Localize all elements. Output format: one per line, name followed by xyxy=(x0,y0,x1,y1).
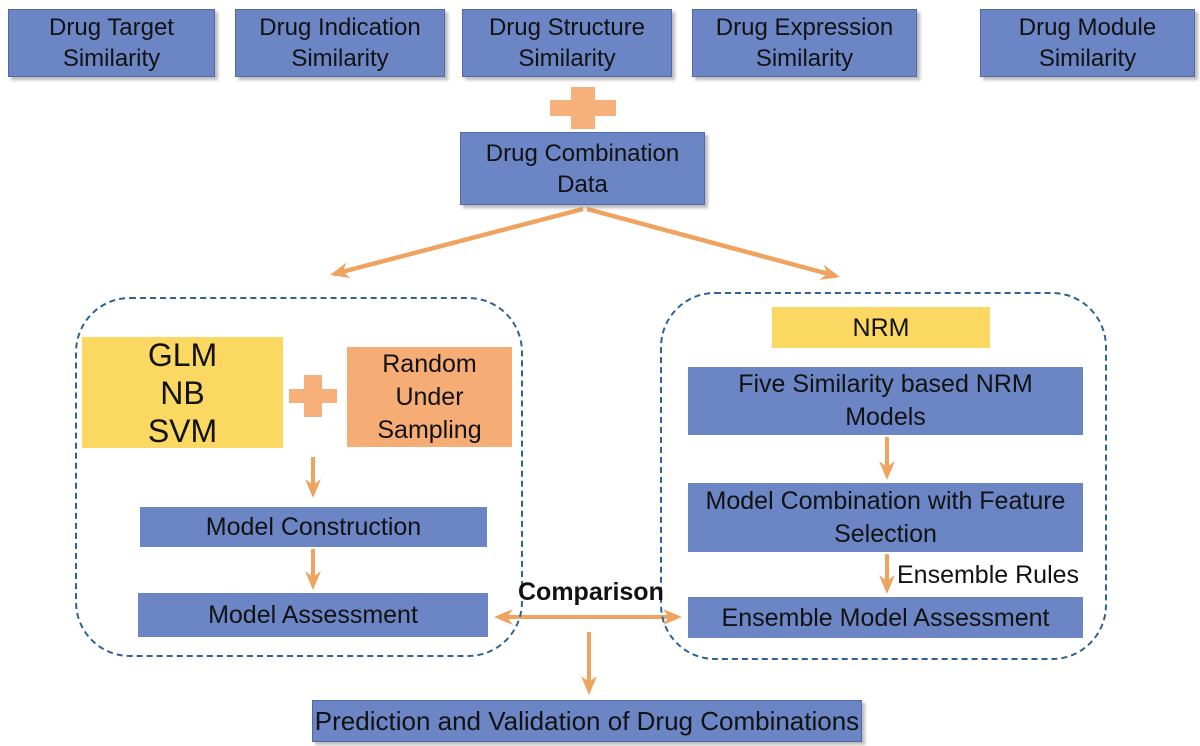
arrow-combination-to-right-panel xyxy=(586,206,840,280)
left-workflow-panel xyxy=(75,297,523,657)
drug-indication-similarity-box: Drug Indication Similarity xyxy=(235,9,445,77)
drug-structure-similarity-box: Drug Structure Similarity xyxy=(462,9,672,77)
glm-nb-svm-box: GLM NB SVM xyxy=(82,337,283,449)
five-similarity-nrm-models-box: Five Similarity based NRM Models xyxy=(688,367,1083,435)
ensemble-model-assessment-box: Ensemble Model Assessment xyxy=(688,597,1083,638)
drug-target-similarity-box: Drug Target Similarity xyxy=(8,9,215,77)
plus-icon xyxy=(550,87,616,129)
drug-module-similarity-box: Drug Module Similarity xyxy=(980,9,1195,77)
model-combination-feature-selection-box: Model Combination with Feature Selection xyxy=(688,483,1083,552)
drug-expression-similarity-box: Drug Expression Similarity xyxy=(692,9,917,77)
comparison-label: Comparison xyxy=(518,578,664,606)
random-under-sampling-box: Random Under Sampling xyxy=(347,347,512,447)
plus-icon-left-panel xyxy=(289,375,337,417)
right-workflow-panel xyxy=(660,292,1107,660)
plus-vertical-bar xyxy=(571,87,595,129)
model-construction-box: Model Construction xyxy=(140,507,487,547)
nrm-box: NRM xyxy=(772,307,990,348)
plus-vertical-bar xyxy=(304,375,322,417)
drug-combination-data-box: Drug Combination Data xyxy=(460,132,705,205)
model-assessment-box: Model Assessment xyxy=(138,593,488,637)
ensemble-rules-label: Ensemble Rules xyxy=(897,561,1080,589)
prediction-validation-box: Prediction and Validation of Drug Combin… xyxy=(312,700,862,742)
arrow-combination-to-left-panel xyxy=(330,206,584,278)
